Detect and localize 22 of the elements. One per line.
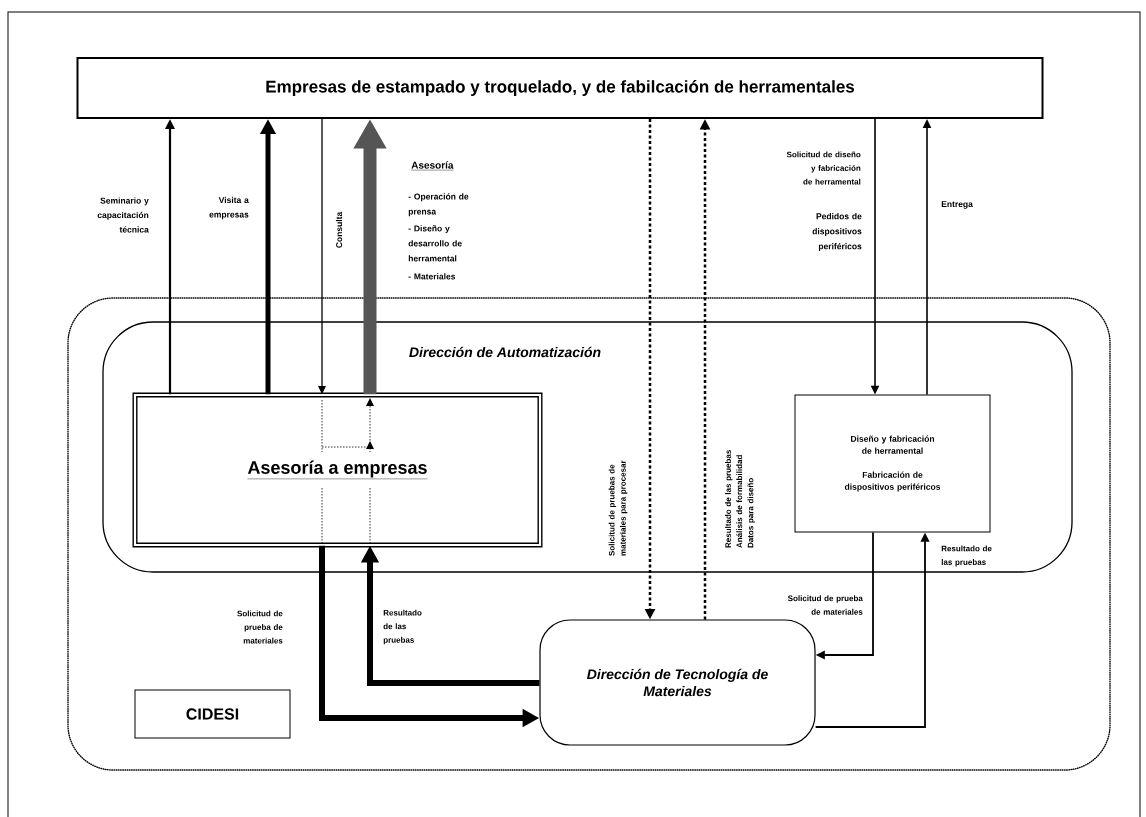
company-box: Empresas de estampado y troquelado, y de fabilcación de herramentales <box>76 57 1044 119</box>
edge-label: Resultado de las pruebas <box>941 545 992 567</box>
note-text: - Materiales <box>408 273 456 280</box>
note-text: Pedidos de dispositivos periféricos <box>812 213 862 251</box>
edge-label: Solicitud de pruebas de materiales para procesar <box>608 460 628 556</box>
edge-label: Asesoría <box>411 161 454 171</box>
process-box: Diseño y fabricación de herramental Fabricación de dispositivos periféricos <box>794 394 991 533</box>
edge-label: Solicitud de prueba de materiales <box>237 610 283 644</box>
edge-label: Resultado de las pruebas Análisis de formabilidad Datos para diseño <box>725 450 755 548</box>
edge-label: Solicitud de diseño y fabricación de herramental <box>786 151 861 185</box>
note-text: - Operación de prensa <box>408 193 469 217</box>
edge-label: Resultado de las pruebas <box>383 609 422 645</box>
edge-label: Seminario y capacitación técnica <box>97 197 149 233</box>
note-text: - Diseño y desarrollo de herramental <box>408 225 462 262</box>
process-box: Asesoría a empresas <box>132 392 543 548</box>
department-box: Dirección de Tecnología de Materiales <box>539 619 816 746</box>
dotted-region <box>67 297 1111 771</box>
edge-label: Solicitud de prueba de materiales <box>787 595 863 615</box>
edge-label: Visita a empresas <box>209 196 249 220</box>
name-box: CIDESI <box>134 689 291 739</box>
edge-label: Consulta <box>335 211 343 248</box>
edge-label: Entrega <box>941 201 973 209</box>
